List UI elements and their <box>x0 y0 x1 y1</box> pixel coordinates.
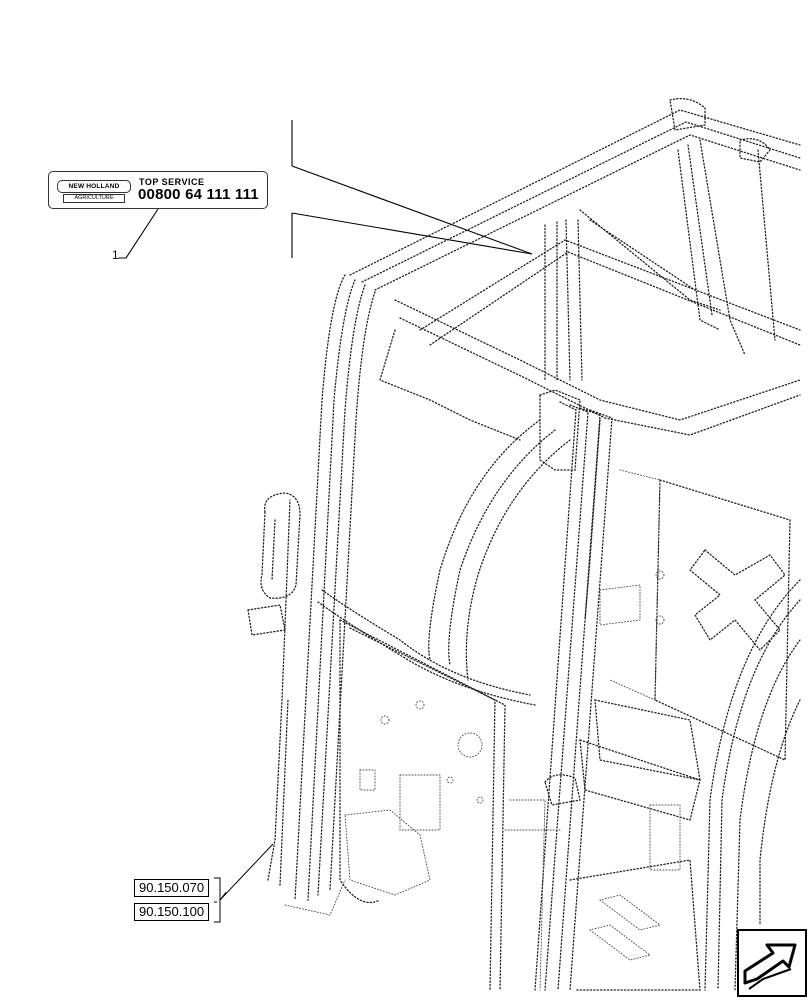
front-left-pillar <box>267 274 376 916</box>
reference-link-2[interactable]: 90.150.100 <box>134 903 210 921</box>
decal-heading: TOP SERVICE <box>139 177 205 187</box>
windscreen-frame <box>317 329 571 706</box>
leader-lines <box>118 120 533 259</box>
service-decal: NEW HOLLAND AGRICULTURE TOP SERVICE 0080… <box>48 171 268 209</box>
arrow-icon <box>743 943 797 990</box>
brand-logo-text: NEW HOLLAND <box>68 183 120 190</box>
grab-handle <box>247 492 301 636</box>
brand-logo: NEW HOLLAND <box>57 180 131 193</box>
reference-link-1[interactable]: 90.150.070 <box>134 879 210 897</box>
reference-leader <box>219 843 274 901</box>
b-pillar <box>534 389 613 991</box>
lower-front-panel <box>339 619 506 991</box>
callout-number: 1 <box>112 248 119 262</box>
cab-floor <box>504 699 701 991</box>
brand-logo-subtext: AGRICULTURE <box>63 194 125 203</box>
rear-fender <box>704 579 801 991</box>
decal-phone-number: 00800 64 111 111 <box>138 186 259 203</box>
reference-bracket <box>214 877 226 923</box>
roof-frame <box>349 97 801 436</box>
rear-pillars <box>544 139 776 381</box>
navigation-button[interactable] <box>737 929 807 997</box>
rear-panel <box>599 469 791 762</box>
